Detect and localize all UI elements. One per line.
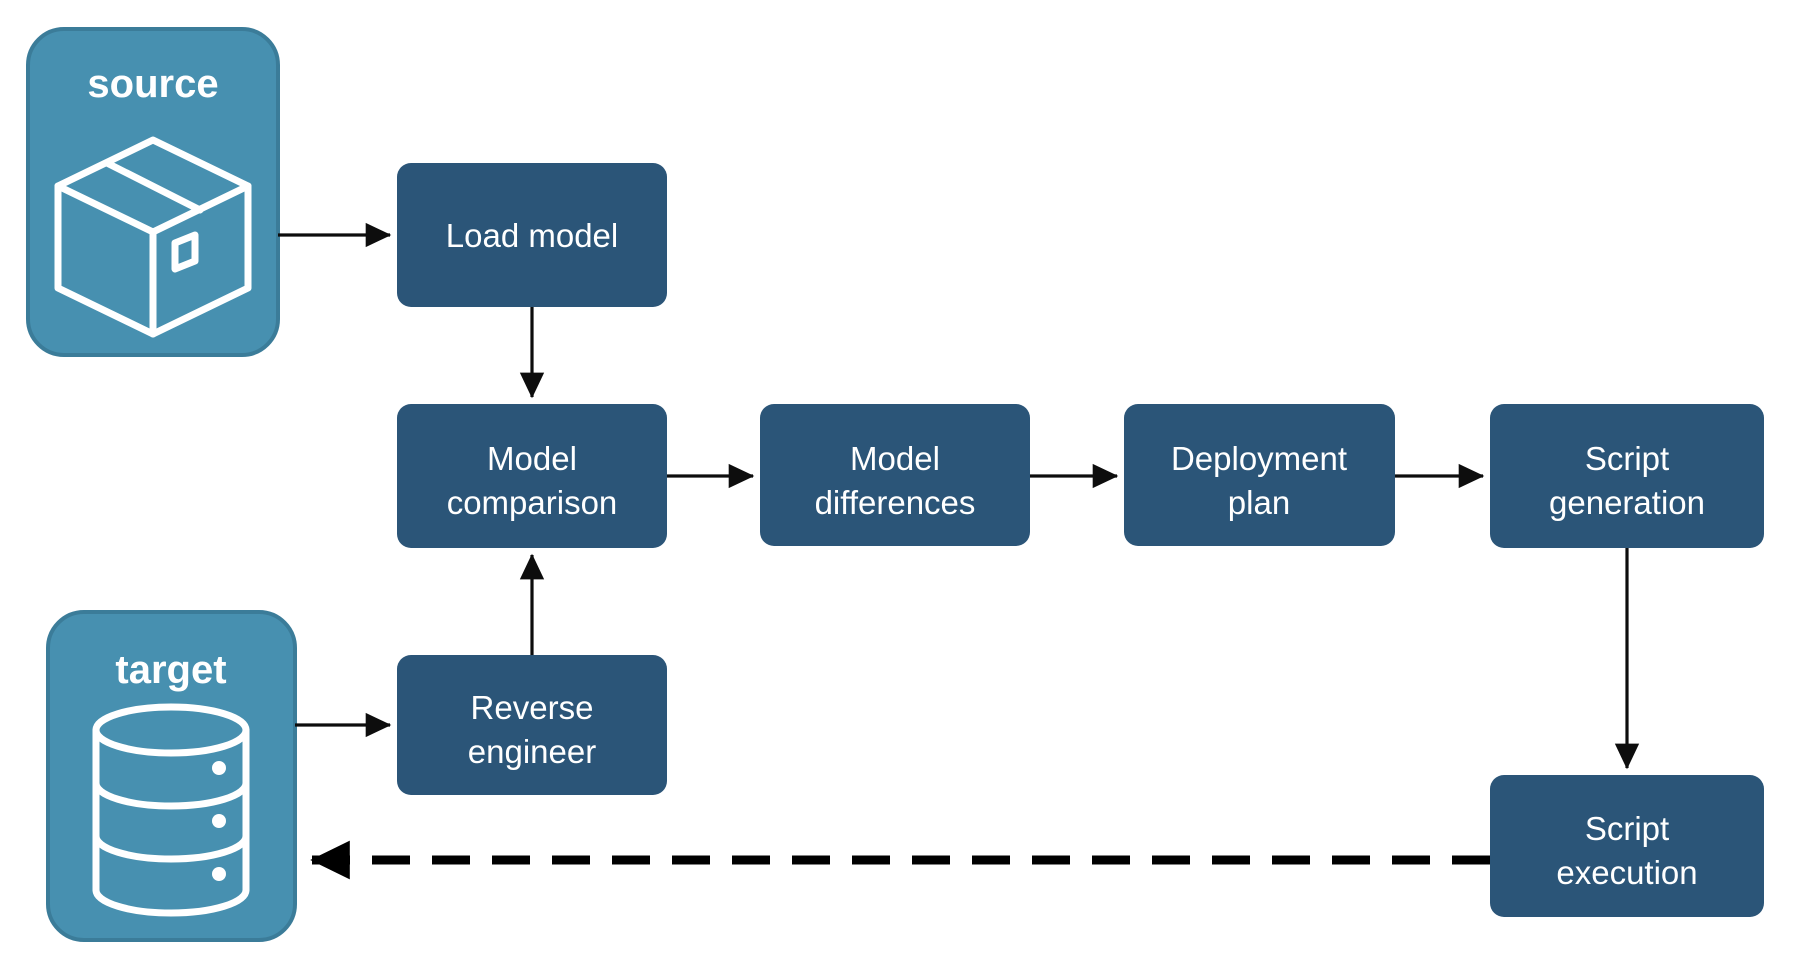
- script-generation-box: [1490, 404, 1764, 548]
- script-execution-label-line1: Script: [1585, 810, 1669, 847]
- database-cylinder-icon: [92, 703, 250, 917]
- process-deployment-plan[interactable]: Deployment plan: [1124, 404, 1395, 546]
- target-panel: [46, 610, 297, 942]
- source-panel: [26, 27, 280, 357]
- deployment-plan-box: [1124, 404, 1395, 546]
- process-script-generation[interactable]: Script generation: [1490, 404, 1764, 548]
- script-execution-box: [1490, 775, 1764, 917]
- process-model-comparison[interactable]: Model comparison: [397, 404, 667, 548]
- reverse-engineer-label-line2: engineer: [468, 733, 596, 770]
- model-comparison-label-line1: Model: [487, 440, 577, 477]
- model-differences-label-line1: Model: [850, 440, 940, 477]
- process-script-execution[interactable]: Script execution: [1490, 775, 1764, 917]
- process-reverse-engineer[interactable]: Reverse engineer: [397, 655, 667, 795]
- script-generation-label-line2: generation: [1549, 484, 1705, 521]
- target-title: target: [115, 648, 226, 692]
- package-box-icon: [54, 136, 252, 338]
- reverse-engineer-label-line1: Reverse: [471, 689, 594, 726]
- load-model-box: [397, 163, 667, 307]
- model-comparison-box: [397, 404, 667, 548]
- endpoint-target[interactable]: target: [46, 610, 297, 942]
- reverse-engineer-box: [397, 655, 667, 795]
- model-differences-box: [760, 404, 1030, 546]
- script-execution-label-line2: execution: [1556, 854, 1697, 891]
- endpoint-source[interactable]: source: [26, 27, 280, 357]
- model-comparison-label-line2: comparison: [447, 484, 618, 521]
- model-differences-label-line2: differences: [815, 484, 976, 521]
- deployment-plan-label-line2: plan: [1228, 484, 1290, 521]
- source-title: source: [87, 62, 218, 106]
- process-model-differences[interactable]: Model differences: [760, 404, 1030, 546]
- load-model-label: Load model: [446, 217, 618, 254]
- deployment-plan-label-line1: Deployment: [1171, 440, 1347, 477]
- script-generation-label-line1: Script: [1585, 440, 1669, 477]
- process-load-model[interactable]: Load model: [397, 163, 667, 307]
